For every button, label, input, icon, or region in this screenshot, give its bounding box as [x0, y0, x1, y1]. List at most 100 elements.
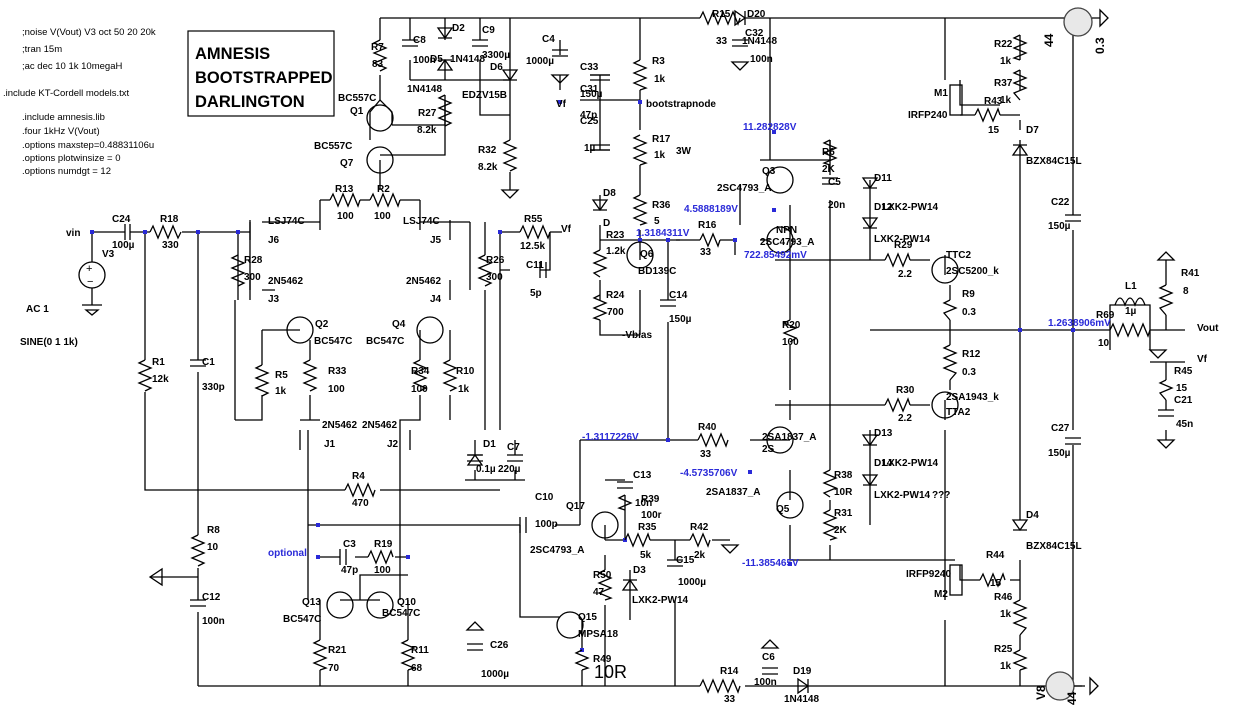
diode-d12	[861, 217, 879, 230]
component-label: 10	[1098, 338, 1110, 349]
resistor-r36	[632, 194, 648, 226]
ground	[550, 74, 570, 84]
component-label: C21	[1174, 395, 1193, 406]
component-label: 1000µ	[678, 577, 706, 588]
component-label: 1µ	[584, 143, 596, 154]
component-label: R15	[712, 9, 731, 20]
component-label: 1k	[1000, 609, 1012, 620]
directive: .include KT-Cordell models.txt	[3, 88, 130, 99]
title-line-3: DARLINGTON	[195, 93, 305, 111]
transistor-q3	[766, 166, 794, 194]
resistors[interactable]	[137, 10, 1174, 694]
resistor-r32	[502, 139, 518, 172]
component-label: 15	[988, 125, 1000, 136]
component-label: 1k	[654, 150, 666, 161]
capacitor-c4	[552, 49, 568, 57]
component-label: R34	[411, 366, 430, 377]
component-label: EDZV15B	[462, 90, 507, 101]
source-ac: AC 1	[26, 304, 49, 315]
component-label: M1	[934, 88, 948, 99]
svg-text:−: −	[87, 276, 93, 288]
component-label: R19	[374, 539, 393, 550]
component-label: R18	[160, 214, 179, 225]
component-label: R8	[207, 525, 220, 536]
component-label: J2	[387, 439, 399, 450]
component-label: C14	[669, 290, 688, 301]
resistor-r28	[230, 254, 246, 287]
diode-d2	[436, 27, 454, 40]
component-label: 1k	[654, 74, 666, 85]
component-label: D11	[874, 173, 892, 184]
component-label: LSJ74C	[268, 216, 305, 227]
component-label: 2.2	[898, 413, 912, 424]
resistor-r43	[974, 107, 1001, 123]
component-label: R40	[698, 422, 717, 433]
diodes[interactable]	[436, 9, 1029, 695]
transistor-q2	[286, 316, 314, 344]
resistor-r7	[372, 39, 388, 72]
component-label: R38	[834, 470, 853, 481]
component-label: Vf	[556, 99, 567, 110]
resistor-r22	[1012, 34, 1028, 61]
component-label: 33	[716, 36, 728, 47]
component-label: 1k	[1000, 56, 1012, 67]
mosfet-m1	[949, 84, 963, 116]
supply-sources[interactable]: 0.3	[1045, 7, 1109, 701]
component-label: 100	[374, 211, 391, 222]
component-label: R21	[328, 645, 347, 656]
input-source-v3[interactable]: + − V3 vin AC 1 SINE(0 1 1k)	[20, 228, 115, 348]
capacitors[interactable]	[124, 39, 1174, 675]
component-label: C5	[828, 177, 841, 188]
inductor-l1[interactable]	[1114, 297, 1146, 307]
component-label: 330	[162, 240, 179, 251]
resistor-r16	[699, 232, 721, 248]
component-label: Vout	[1197, 323, 1219, 334]
ground	[1148, 349, 1168, 359]
transistors[interactable]	[249, 84, 963, 639]
component-label: 1.2k	[606, 246, 626, 257]
component-label: 47	[593, 587, 605, 598]
component-label: 20n	[828, 200, 845, 211]
resistor-r12	[942, 344, 958, 381]
component-label: LXK2-PW14	[882, 458, 939, 469]
resistor-r9	[942, 299, 958, 321]
component-label: BC557C	[338, 93, 376, 104]
ground-signal	[148, 567, 163, 587]
ground	[720, 544, 740, 554]
resistor-r40	[697, 432, 729, 448]
capacitor-c33	[590, 74, 610, 151]
capacitor-c3	[339, 549, 347, 565]
component-label: C26	[490, 640, 509, 651]
mosfet-m2	[949, 564, 963, 596]
component-label: R4	[352, 471, 365, 482]
capacitor-c10	[519, 517, 527, 533]
component-label: Q17	[566, 501, 585, 512]
resistor-r27	[437, 94, 453, 127]
transistor-q5	[776, 491, 804, 519]
capacitor-c6	[762, 667, 778, 675]
supply-v7	[1063, 7, 1093, 37]
component-label: 45n	[1176, 419, 1193, 430]
supply-v8-label: V8	[1034, 685, 1048, 700]
component-label: 2SA1837_A	[706, 487, 760, 498]
transistor-ttc2	[931, 256, 959, 284]
optional-label: optional	[268, 548, 307, 559]
resistor-r31	[822, 509, 838, 541]
component-label: -Vbias	[622, 330, 652, 341]
diode-d7	[1011, 143, 1029, 156]
node-voltages: 11.282828V4.5888189V1.3184311V722.85492m…	[582, 122, 1111, 569]
component-label: C1	[202, 357, 215, 368]
component-label: R14	[720, 666, 739, 677]
component-label: 1k	[1000, 95, 1012, 106]
resistor-r14	[699, 678, 741, 694]
resistor-r11	[400, 639, 416, 671]
component-label: 100	[374, 565, 391, 576]
resistor-r26	[477, 254, 493, 287]
node-voltage: -1.3117226V	[582, 432, 639, 443]
capacitor-c8	[402, 39, 418, 47]
component-label: 47p	[341, 565, 358, 576]
component-label: R3	[652, 56, 665, 67]
capacitor-c21	[1158, 409, 1174, 417]
component-label: TTA2	[946, 407, 971, 418]
transistor-q6	[626, 241, 654, 269]
